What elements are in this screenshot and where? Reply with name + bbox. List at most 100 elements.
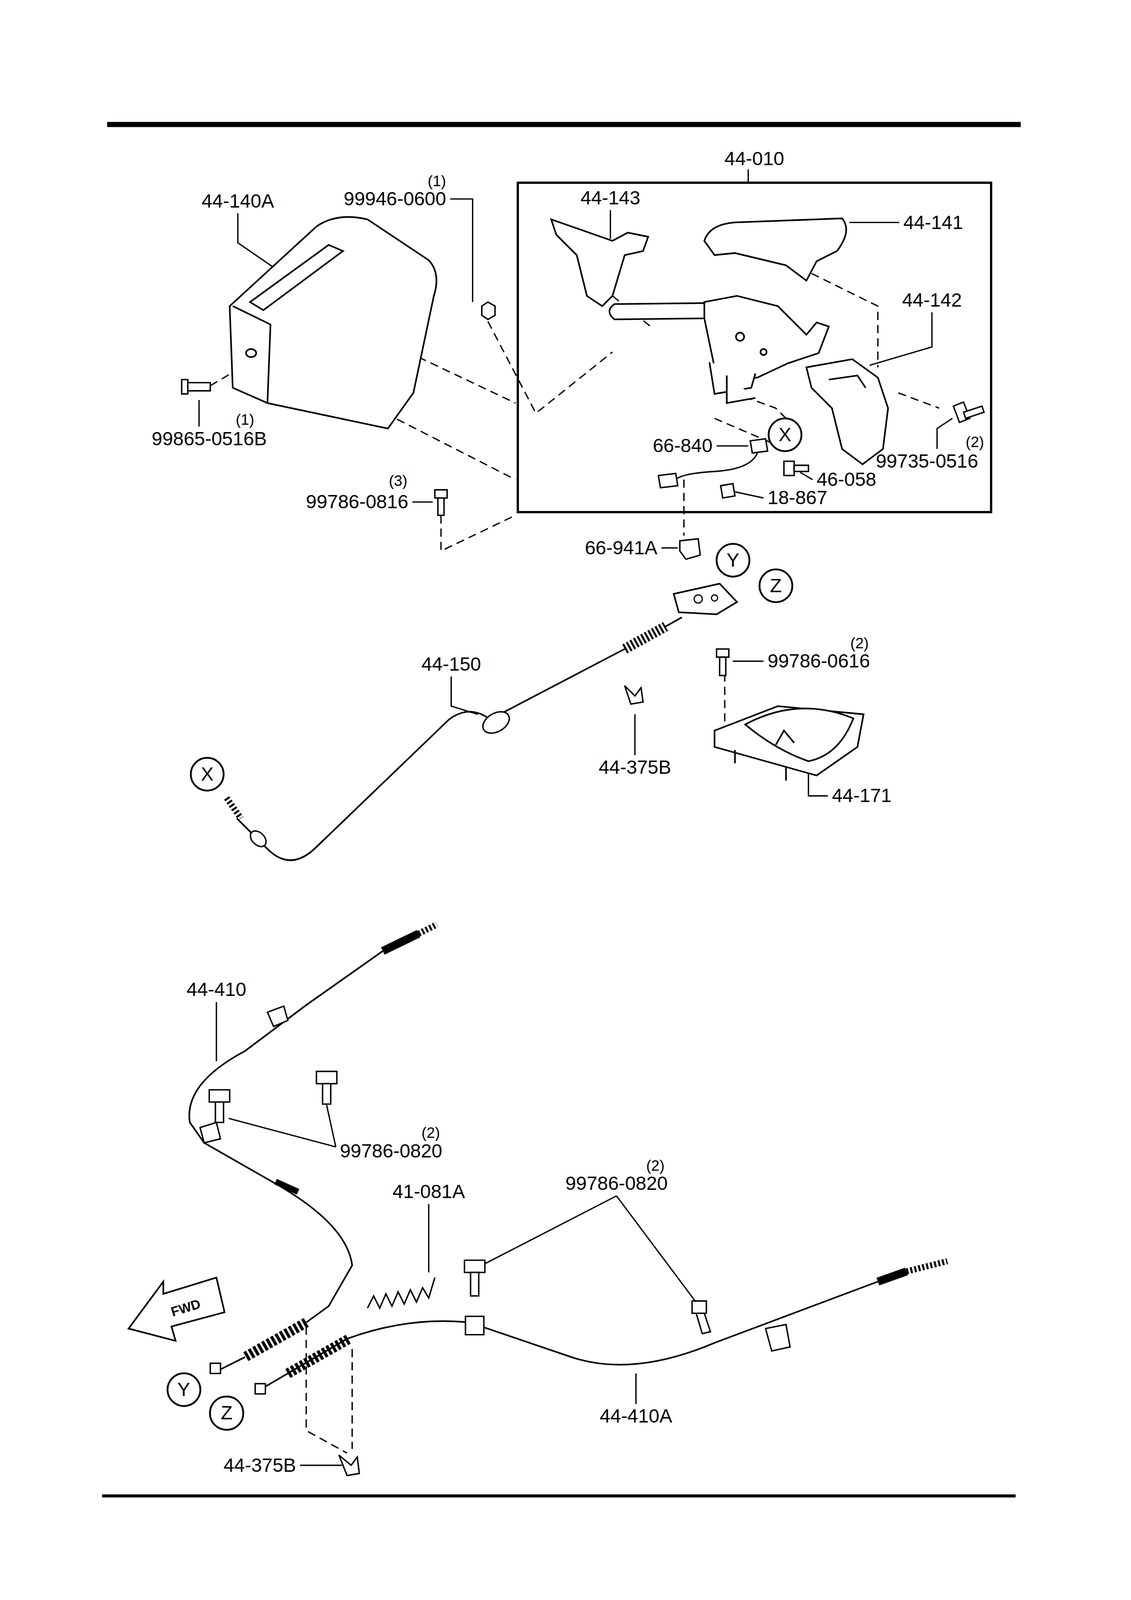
leader-line (661, 547, 678, 550)
part-number: 99946-0600 (343, 189, 446, 209)
rear-cable (382, 933, 419, 952)
rear-cable (245, 1323, 307, 1358)
reference-circle: Y (166, 1372, 202, 1408)
brake-lever (760, 349, 767, 356)
bolt (209, 1090, 230, 1103)
part-number: 41-081A (392, 1182, 466, 1202)
assembly-number: 44-010 (724, 149, 785, 169)
leader-line (300, 1465, 343, 1467)
dashed-guide (306, 1327, 347, 1454)
quantity-number: (2) (421, 1125, 440, 1141)
front-cable (673, 583, 738, 615)
rear-cable (189, 951, 383, 1324)
leader-line (198, 400, 200, 427)
bolt (470, 1272, 479, 1297)
part-number: 99865-0516B (151, 429, 267, 449)
leader-line (198, 169, 953, 1466)
rear-cable (263, 1282, 878, 1389)
front-cable (711, 595, 718, 602)
leader-line (450, 198, 473, 303)
front-cable (226, 583, 737, 861)
bolt (716, 649, 729, 658)
dashed-guide (440, 515, 516, 551)
front-cable (479, 707, 514, 738)
brake-lever (609, 296, 829, 404)
quantity-number: (2) (646, 1158, 665, 1174)
part-number: 66-840 (652, 436, 713, 456)
reference-circle: Z (758, 568, 794, 604)
rear-cable (877, 1272, 907, 1283)
part-number: 18-867 (767, 488, 828, 508)
cable-clip (339, 1455, 360, 1477)
bolt (215, 1102, 224, 1124)
rear-cable (465, 1316, 484, 1336)
bolt (481, 302, 496, 320)
leader-line (733, 660, 764, 663)
leader-line (609, 210, 612, 240)
front-cable (247, 828, 269, 850)
rear-cable (765, 1324, 791, 1352)
bolt (696, 1314, 711, 1335)
leader-line (869, 312, 932, 366)
front-cable (624, 626, 666, 650)
bolt (794, 465, 809, 472)
trim-cover (551, 219, 649, 307)
rear-cable (906, 1261, 948, 1272)
leader-line (716, 445, 749, 447)
bolt (784, 461, 795, 476)
rule (102, 124, 1022, 1497)
part-number: 99786-0816 (305, 492, 409, 512)
reference-letter: Z (769, 576, 782, 596)
reference-circle: Y (715, 543, 751, 578)
part-number: 99786-0820 (565, 1174, 668, 1194)
bolt (437, 497, 444, 516)
part-number: 99786-0820 (340, 1141, 443, 1162)
brake-lever (735, 332, 744, 341)
leader-line (228, 1118, 336, 1148)
leader-line (849, 221, 900, 224)
part-number: 44-171 (832, 786, 892, 806)
console-cover (232, 306, 271, 404)
reference-circle: X (767, 417, 803, 453)
dashed-guide (210, 273, 940, 1454)
spring (367, 1277, 435, 1309)
leader-line (616, 1196, 699, 1306)
trim-cover (704, 218, 847, 281)
rule (102, 1495, 1016, 1499)
rear-cable (199, 1122, 221, 1144)
bolt (181, 302, 985, 1335)
guide-bracket (714, 706, 864, 781)
bolt (691, 1301, 707, 1315)
console-cover (229, 217, 437, 430)
bolt (464, 1260, 486, 1273)
leader-line (747, 169, 749, 182)
front-cable (694, 595, 703, 604)
reference-letter: X (200, 764, 214, 785)
leader-line (800, 472, 813, 481)
rear-cable (255, 1384, 266, 1395)
console-cover (229, 217, 437, 430)
fwd-arrow (128, 1277, 225, 1342)
leader-line (451, 676, 478, 715)
switch-harness (658, 473, 678, 488)
part-number: 44-375B (598, 758, 672, 778)
bolt (963, 406, 985, 419)
dashed-guide (487, 321, 613, 414)
spring (367, 1277, 435, 1309)
part-number: 44-150 (421, 654, 482, 675)
part-number: 44-140A (201, 191, 275, 211)
dashed-guide (898, 392, 939, 409)
quantity-number: (1) (235, 412, 255, 428)
rear-cable (267, 1006, 288, 1027)
bolt (188, 382, 211, 392)
part-number: 99786-0616 (767, 651, 870, 671)
reference-letter: Y (726, 550, 740, 571)
guide-bracket (733, 750, 736, 764)
guide-bracket (785, 767, 787, 781)
part-number: 44-143 (580, 188, 641, 208)
leader-line (937, 418, 953, 450)
reference-circle: X (189, 757, 225, 792)
dashed-guide (683, 479, 685, 536)
dashed-guide (811, 273, 878, 368)
